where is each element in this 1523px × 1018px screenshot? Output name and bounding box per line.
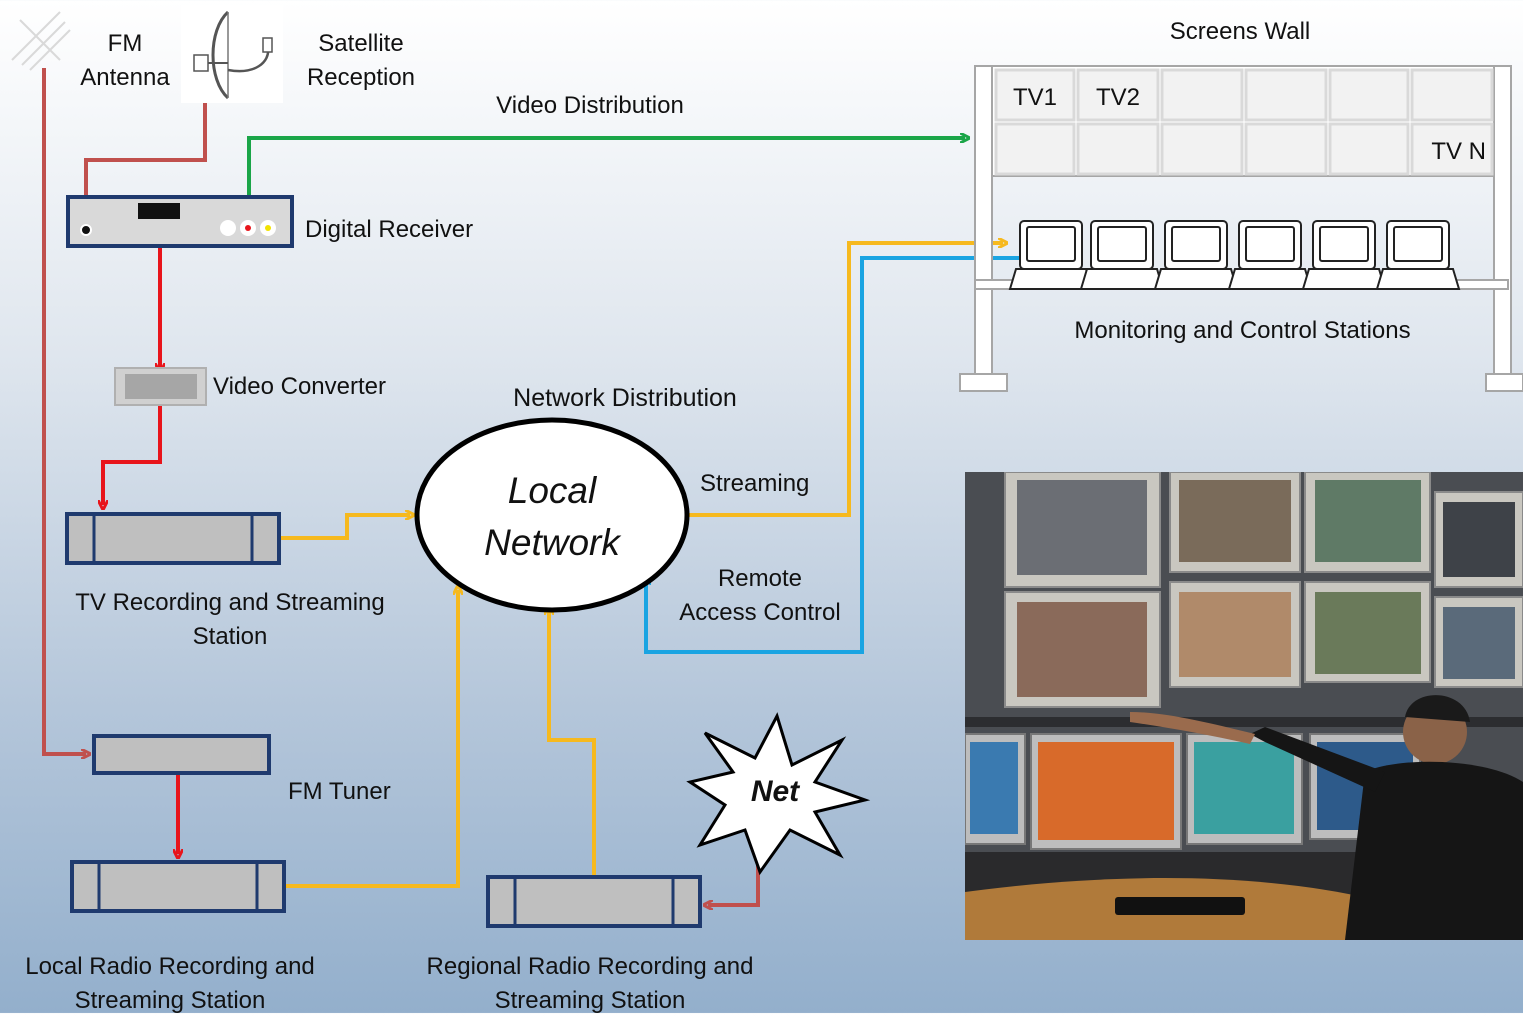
fm-tuner-label: FM Tuner <box>288 778 391 805</box>
fm-tuner-device <box>92 734 271 775</box>
local-radio-to-network-line <box>285 590 458 888</box>
net-label: Net <box>750 775 800 808</box>
laptop-icon <box>1375 220 1461 290</box>
monitoring-station-laptops <box>1008 220 1461 290</box>
tv1-label: TV1 <box>1012 84 1057 111</box>
monitoring-stations-label: Monitoring and Control Stations <box>1074 317 1411 344</box>
control-room-photo-illustration <box>965 472 1523 940</box>
satellite-reception-label: Satellite Reception <box>306 30 416 91</box>
net-to-regional-radio-line <box>708 855 760 905</box>
local-radio-station-device <box>70 860 286 913</box>
local-radio-label: Local Radio Recording and Streaming Stat… <box>25 953 315 1014</box>
digital-receiver-device <box>66 195 294 248</box>
remote-access-line <box>646 256 1034 654</box>
regional-radio-station-device <box>486 875 702 928</box>
tv-station-to-network-line <box>280 515 410 540</box>
laptop-icon <box>1301 220 1387 290</box>
remote-access-label: Remote Access Control <box>679 565 841 626</box>
local-network-node <box>414 417 690 613</box>
screens-wall-grid <box>994 68 1494 176</box>
local-network-label: Local Network <box>484 470 620 563</box>
satellite-dish-icon <box>181 5 283 103</box>
laptop-icon <box>1008 220 1094 290</box>
net-starburst-shape <box>686 712 871 876</box>
video-converter-device <box>114 367 207 406</box>
decorative-hatch <box>11 11 71 71</box>
fm-antenna-to-tuner-line <box>42 68 86 754</box>
control-room-photo <box>965 472 1523 940</box>
digital-receiver-label: Digital Receiver <box>305 216 474 243</box>
laptop-icon <box>1079 220 1165 290</box>
tv-recording-station-device <box>65 512 281 565</box>
converter-to-tv-station-line <box>103 405 162 505</box>
tv-station-label: TV Recording and Streaming Station <box>75 589 385 650</box>
tv2-label: TV2 <box>1095 84 1140 111</box>
fm-antenna-label: FM Antenna <box>80 30 170 91</box>
satellite-to-receiver-line <box>86 103 207 215</box>
laptop-icon <box>1153 220 1239 290</box>
regional-radio-to-network-line <box>549 610 596 877</box>
streaming-line <box>688 243 1003 517</box>
screens-wall-label: Screens Wall <box>1169 18 1311 45</box>
regional-radio-label: Regional Radio Recording and Streaming S… <box>426 953 754 1014</box>
video-distribution-label: Video Distribution <box>496 92 684 119</box>
tvn-label: TV N <box>1431 138 1486 165</box>
streaming-label: Streaming <box>700 470 810 497</box>
laptop-icon <box>1227 220 1313 290</box>
video-converter-label: Video Converter <box>213 373 386 400</box>
network-distribution-label: Network Distribution <box>513 384 737 412</box>
